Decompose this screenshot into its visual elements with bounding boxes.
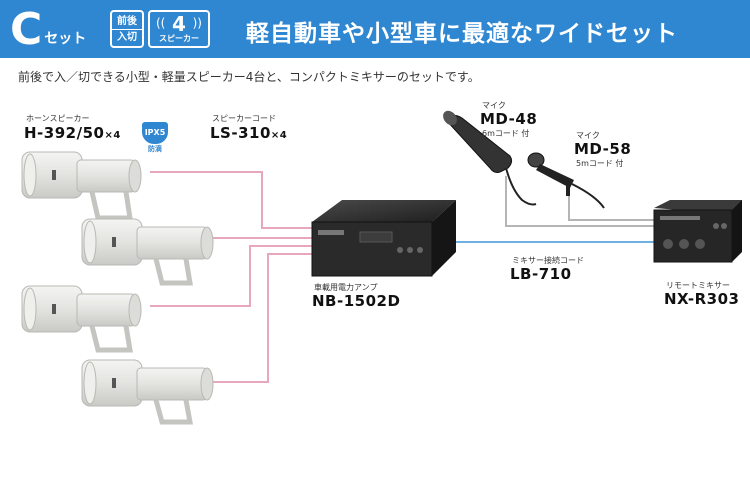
speaker-cable-4 bbox=[210, 253, 312, 383]
mode-top-label: 前後 bbox=[112, 14, 142, 30]
horn-speaker-model-name: H-392/50 bbox=[24, 124, 105, 142]
horn-speaker-3 bbox=[21, 285, 142, 353]
ipx5-waterproof-badge: IPX5 防滴 bbox=[140, 122, 170, 156]
mic-cords bbox=[505, 176, 660, 227]
sound-wave-left-icon: (( bbox=[156, 16, 166, 30]
set-badge: C セット bbox=[10, 4, 87, 55]
microphone-md58 bbox=[527, 152, 605, 209]
horn-speaker-qty: ×4 bbox=[104, 130, 121, 141]
horn-speaker-2 bbox=[81, 218, 214, 286]
page-title: 軽自動車や小型車に最適なワイドセット bbox=[246, 21, 678, 47]
ipx5-note: 防滴 bbox=[148, 145, 162, 153]
set-letter: C bbox=[10, 4, 43, 55]
speaker-cord-qty: ×4 bbox=[270, 130, 288, 141]
speaker-count: 4 bbox=[172, 12, 186, 36]
mixer-cord-category: ミキサー接続コード bbox=[512, 256, 584, 265]
mic58-model: MD-58 bbox=[574, 140, 632, 158]
mode-bottom-label: 入切 bbox=[117, 31, 137, 43]
mic-48-cord bbox=[505, 176, 660, 227]
mic48-model: MD-48 bbox=[480, 110, 538, 128]
amplifier-category: 車載用電力アンプ bbox=[314, 283, 378, 292]
microphone-md48 bbox=[443, 110, 537, 206]
horn-speaker-category: ホーンスピーカー bbox=[26, 114, 90, 123]
set-description: 前後で入／切できる小型・軽量スピーカー4台と、コンパクトミキサーのセットです。 bbox=[18, 70, 480, 84]
mic48-cord-note: 6mコード 付 bbox=[482, 129, 530, 138]
mic-58-cord bbox=[568, 196, 660, 221]
mic48-category: マイク bbox=[482, 101, 506, 110]
speaker-cable-3 bbox=[150, 245, 312, 307]
remote-mixer-category: リモートミキサー bbox=[666, 281, 730, 290]
speaker-count-label: スピーカー bbox=[159, 34, 199, 43]
sound-wave-right-icon: )) bbox=[192, 16, 202, 30]
speaker-cord-model-name: LS-310 bbox=[210, 124, 271, 142]
speaker-count-badge: (( )) 4 スピーカー bbox=[148, 10, 210, 48]
front-rear-toggle-badge: 前後 入切 bbox=[110, 10, 144, 48]
mic58-cord-note: 5mコード 付 bbox=[576, 159, 624, 168]
power-amplifier bbox=[311, 200, 456, 277]
horn-speaker-4 bbox=[81, 359, 214, 425]
speaker-cable-1 bbox=[150, 171, 312, 229]
speaker-cables bbox=[150, 171, 312, 383]
mic58-category: マイク bbox=[576, 131, 600, 140]
remote-mixer bbox=[653, 200, 742, 263]
horn-speaker-model: H-392/50×4 bbox=[24, 124, 121, 142]
mixer-cord-model: LB-710 bbox=[510, 265, 572, 283]
ipx5-rating: IPX5 bbox=[142, 122, 168, 144]
horn-speaker-1 bbox=[21, 151, 142, 221]
amplifier-model: NB-1502D bbox=[312, 292, 401, 310]
speaker-cord-category: スピーカーコード bbox=[212, 114, 276, 123]
speaker-cord-model: LS-310×4 bbox=[210, 124, 287, 142]
remote-mixer-model: NX-R303 bbox=[664, 290, 740, 308]
header-banner: C セット 前後 入切 (( )) 4 スピーカー 軽自動車や小型車に最適なワイ… bbox=[0, 0, 750, 58]
set-word: セット bbox=[44, 31, 87, 47]
